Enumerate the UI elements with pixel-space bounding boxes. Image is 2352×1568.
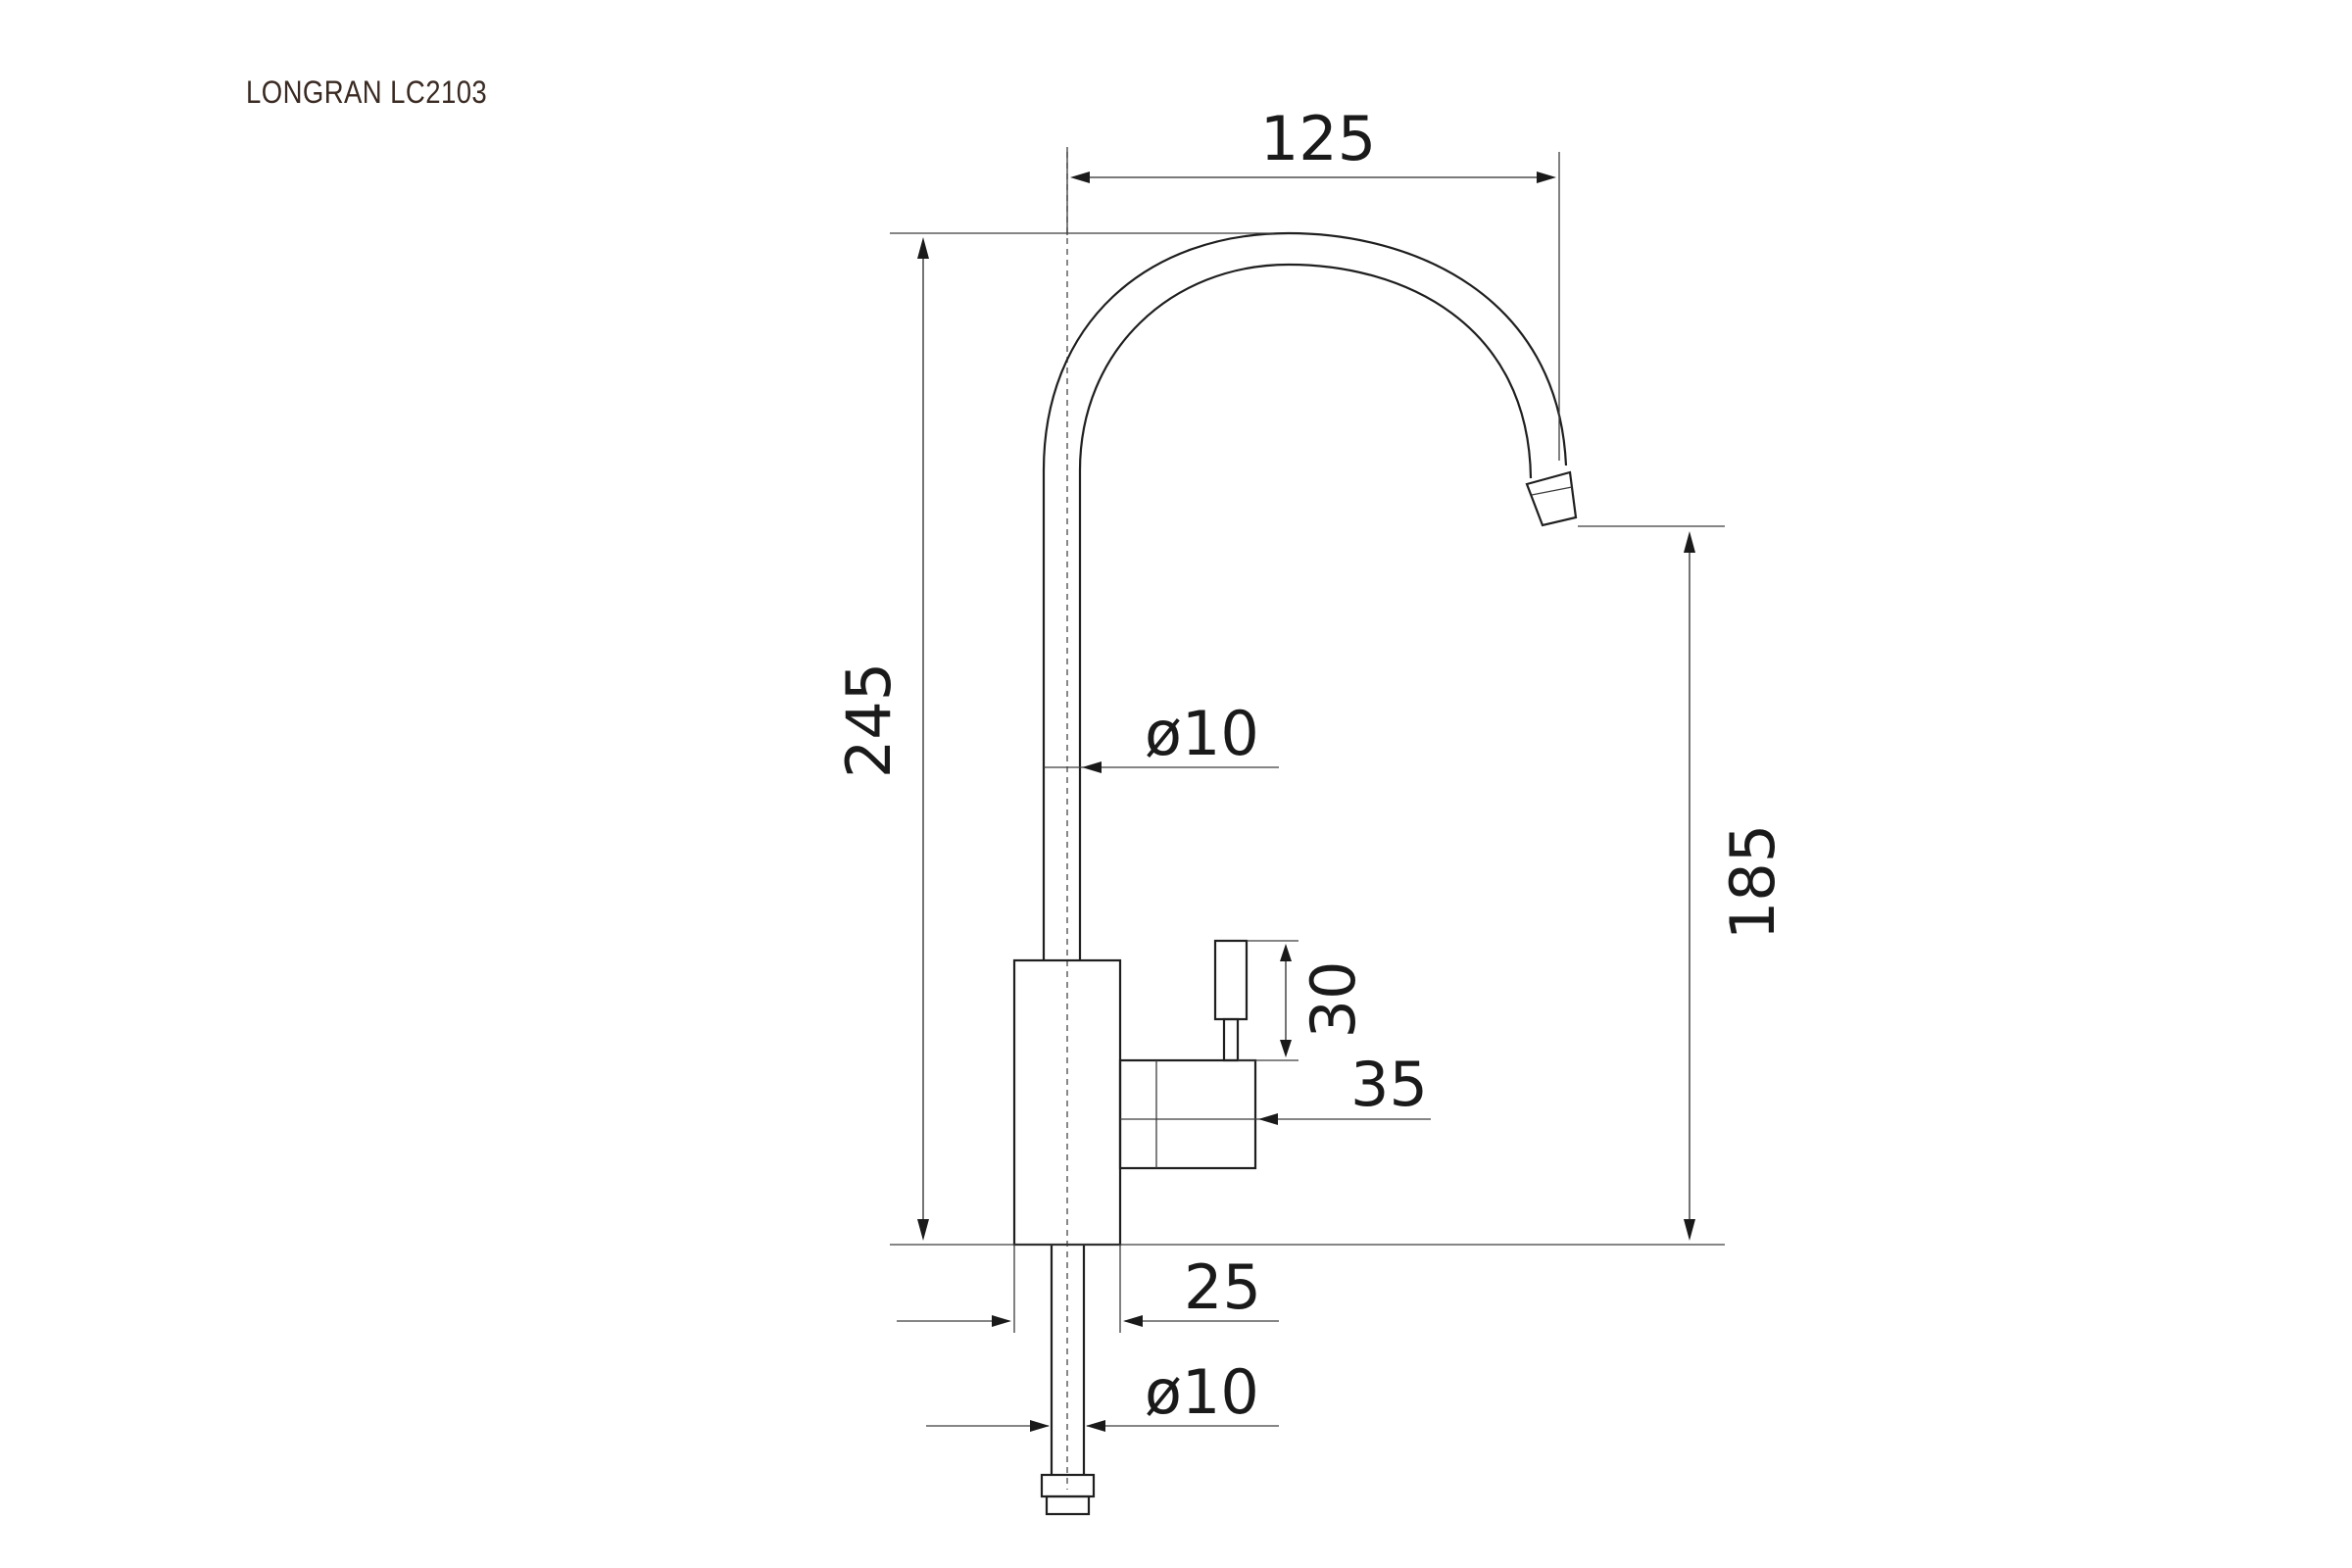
dim-tube-arrow: [1082, 761, 1102, 773]
spout-nozzle: [1525, 470, 1578, 527]
dim-handle-body: 35: [1350, 1049, 1428, 1120]
lever-handle: [1213, 939, 1249, 1021]
dim-125-arrow-right: [1537, 172, 1556, 183]
dim-connector-arrow-right: [1086, 1420, 1105, 1432]
dim-25-arrow-left: [992, 1315, 1011, 1327]
dim-base-diameter: 25: [1184, 1251, 1261, 1323]
dim-245-arrow-top: [917, 237, 929, 259]
dim-185-arrow-top: [1684, 531, 1695, 553]
lever-stem: [1222, 1017, 1240, 1062]
spout-tube-inner: [1078, 263, 1533, 960]
handle-block: [1118, 1058, 1257, 1170]
dim-245-arrow-bottom: [917, 1219, 929, 1241]
dim-spout-height: 185: [1717, 824, 1788, 940]
dim-total-height: 245: [833, 662, 905, 778]
connector-nut-lower: [1045, 1494, 1091, 1516]
dim-25-arrow-right: [1123, 1315, 1143, 1327]
dim-tube-diameter: ø10: [1145, 698, 1259, 769]
dim-handle-length: 30: [1298, 961, 1369, 1039]
spout-tube-outer: [1042, 231, 1568, 960]
dim-35-arrow: [1258, 1113, 1278, 1125]
dim-185-arrow-bottom: [1684, 1219, 1695, 1241]
drawing-title: LONGRAN LC2103: [246, 74, 488, 110]
dim-125-arrow-left: [1070, 172, 1090, 183]
nozzle-ring: [1531, 486, 1573, 496]
dim-connector-arrow-left: [1030, 1420, 1050, 1432]
dim-connector-diameter: ø10: [1145, 1356, 1259, 1428]
dim-spout-reach: 125: [1260, 103, 1376, 174]
dim-30-arrow-bottom: [1280, 1040, 1292, 1057]
dim-30-arrow-top: [1280, 944, 1292, 961]
